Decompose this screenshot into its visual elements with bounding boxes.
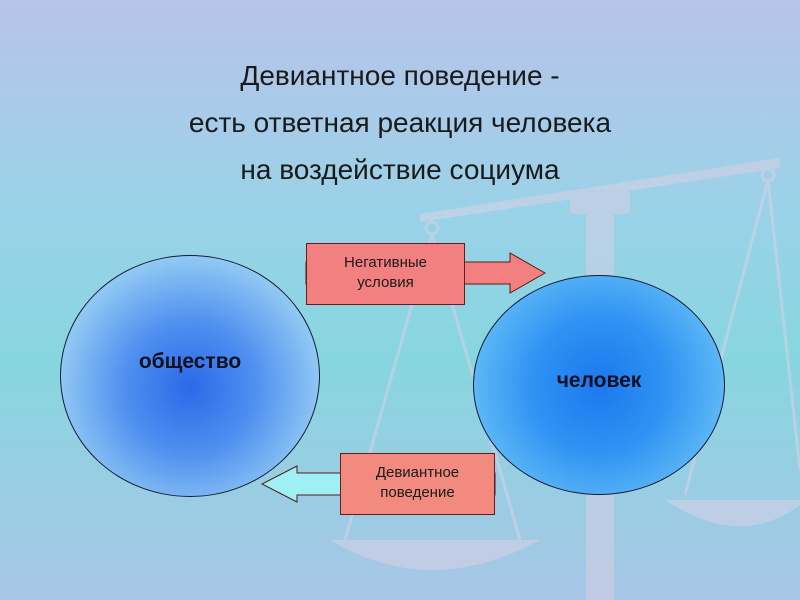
negative-conditions-box: Негативные условия (306, 243, 465, 305)
title-line-2: есть ответная реакция человека (188, 107, 612, 138)
title-line-3: на воздействие социума (240, 154, 560, 185)
society-label: общество (138, 350, 242, 373)
person-node: человек (473, 275, 725, 495)
person-label: человек (556, 369, 642, 392)
deviant-behavior-box: Девиантное поведение (340, 453, 495, 515)
title-line-1: Девиантное поведение - (240, 60, 560, 91)
slide-title: Девиантное поведение - есть ответная реа… (0, 52, 800, 193)
society-node: общество (60, 255, 320, 497)
deviant-label-line-2: поведение (380, 484, 455, 501)
negative-label-line-2: условия (357, 274, 414, 291)
deviant-label-line-1: Девиантное (375, 464, 460, 481)
negative-label-line-1: Негативные (344, 254, 427, 271)
